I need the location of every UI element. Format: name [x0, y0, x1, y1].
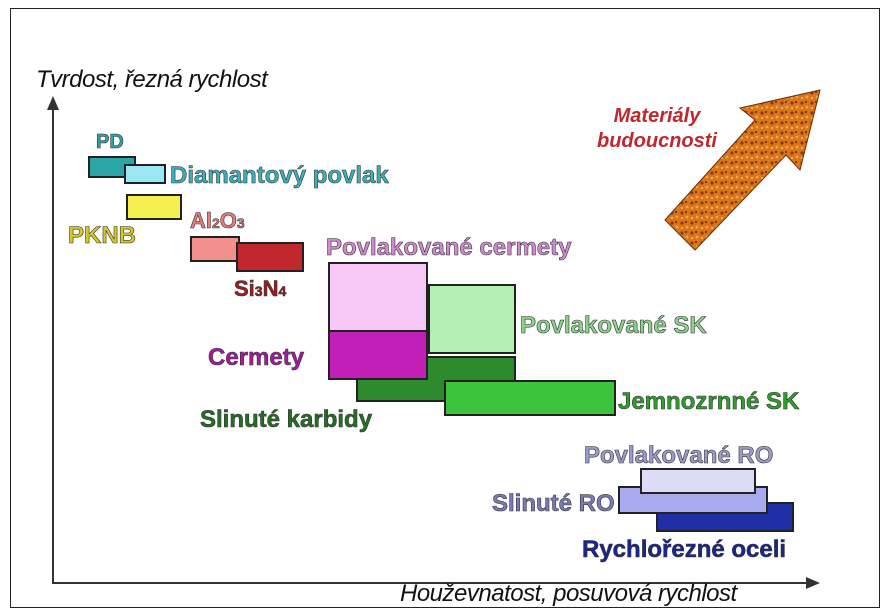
label-sintered-ro: Slinuté RO	[492, 490, 615, 517]
box-coated-cermets	[328, 262, 428, 332]
label-si3n4: Si3N4	[234, 276, 287, 301]
y-axis	[52, 106, 54, 584]
box-coated-sk	[428, 284, 516, 354]
label-fine-sk: Jemnozrnné SK	[618, 388, 800, 415]
box-coated-ro	[640, 468, 756, 494]
box-cermets	[328, 330, 428, 380]
x-axis	[52, 582, 812, 584]
si3n4-sub1: 3	[254, 283, 263, 299]
label-hss: Rychlořezné oceli	[582, 536, 787, 563]
si3n4-sub2: 4	[278, 283, 287, 299]
al2o3-sub2: 3	[236, 215, 245, 231]
label-coated-ro: Povlakované RO	[584, 442, 774, 469]
box-pknb	[126, 194, 182, 220]
future-materials-label: Materiály budoucnosti	[572, 104, 742, 154]
al2o3-main: Al	[190, 208, 213, 233]
label-cermets: Cermety	[208, 344, 305, 371]
si3n4-main: Si	[234, 276, 255, 301]
x-axis-label: Houževnatost, posuvová rychlost	[400, 580, 737, 607]
future-line-1: Materiály	[613, 105, 701, 127]
box-al2o3	[190, 236, 240, 262]
y-axis-label: Tvrdost, řezná rychlost	[36, 66, 268, 93]
box-si3n4	[236, 242, 304, 272]
al2o3-mid: O	[219, 208, 237, 233]
si3n4-mid: N	[262, 276, 279, 301]
al2o3-sub1: 2	[212, 215, 220, 231]
figure-frame	[10, 8, 880, 608]
future-line-2: budoucnosti	[597, 130, 717, 152]
y-axis-arrow-icon	[47, 96, 59, 110]
x-axis-arrow-icon	[806, 577, 820, 589]
label-pknb: PKNB	[68, 222, 137, 249]
box-diamond	[124, 164, 166, 184]
label-diamond: Diamantový povlak	[170, 162, 389, 189]
box-fine-sk	[444, 380, 616, 416]
label-coated-cermets: Povlakované cermety	[326, 234, 572, 261]
label-al2o3: Al2O3	[190, 208, 245, 233]
label-sintered-carbides: Slinuté karbidy	[200, 406, 373, 433]
label-pd: PD	[96, 131, 124, 153]
label-coated-sk: Povlakované SK	[520, 312, 707, 339]
